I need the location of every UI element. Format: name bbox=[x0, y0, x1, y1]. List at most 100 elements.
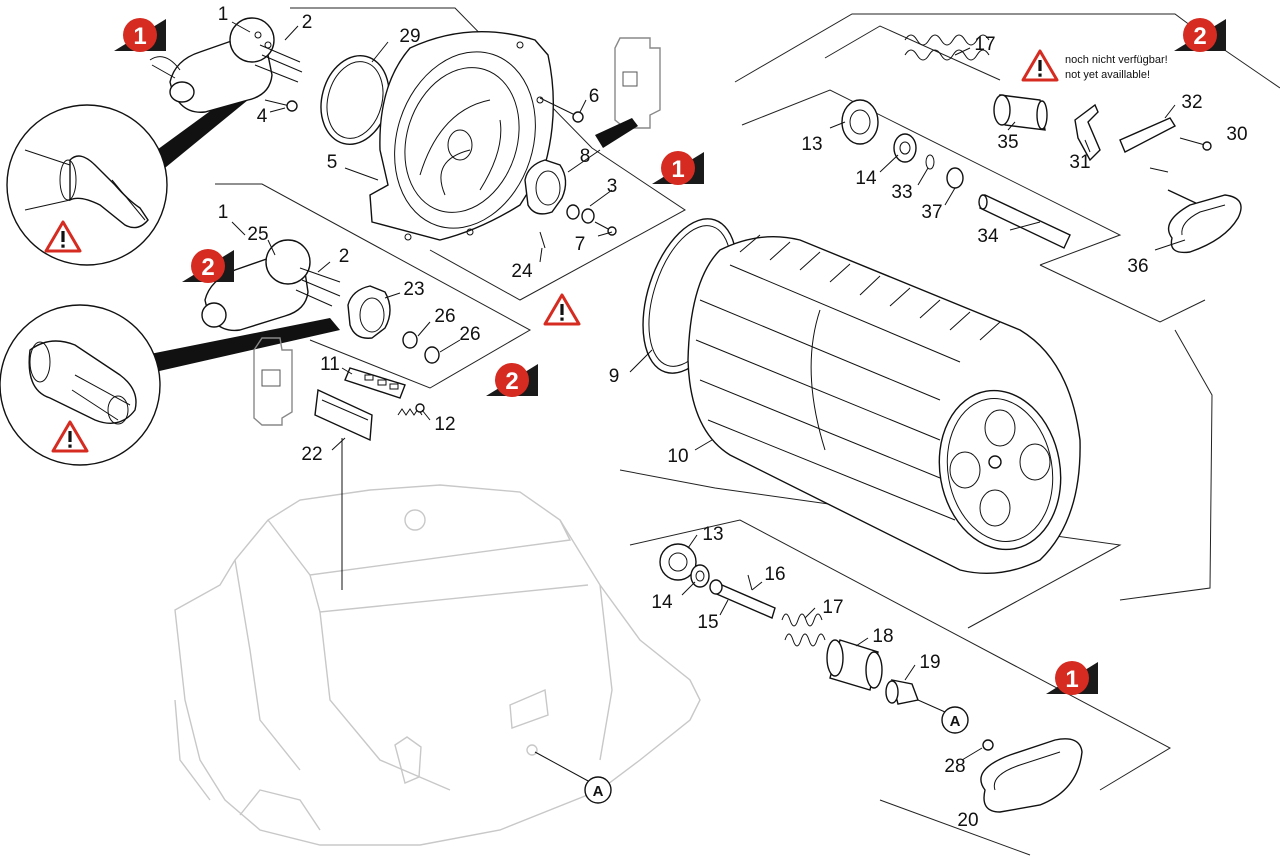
svg-text:2: 2 bbox=[201, 254, 214, 281]
callout-14-lower: 14 bbox=[651, 592, 673, 613]
badge-1-bottom-right: 1 bbox=[1046, 661, 1098, 695]
badge-2-top-right: 2 bbox=[1174, 18, 1226, 52]
handle-part-20 bbox=[980, 738, 1083, 813]
sleeve-part-18 bbox=[826, 639, 883, 691]
callout-36: 36 bbox=[1127, 256, 1148, 277]
orings-part-26 bbox=[402, 331, 440, 364]
motor-assembly-middle bbox=[201, 239, 341, 332]
callout-labels: 1 2 29 4 5 6 8 3 7 24 1 25 2 23 26 26 11… bbox=[218, 4, 1248, 831]
svg-text:not yet availlable!: not yet availlable! bbox=[1065, 69, 1150, 81]
washers-part-3-7 bbox=[539, 204, 617, 249]
callout-22: 22 bbox=[301, 444, 322, 465]
callout-1-middle: 1 bbox=[218, 202, 229, 223]
callout-19: 19 bbox=[919, 652, 940, 673]
screw-part-4 bbox=[264, 99, 298, 112]
callout-1-upper: 1 bbox=[218, 4, 229, 25]
callout-17-lower: 17 bbox=[822, 597, 843, 618]
detail-magnifier-upper bbox=[6, 82, 265, 266]
callout-6: 6 bbox=[589, 86, 600, 107]
callout-24: 24 bbox=[511, 261, 533, 282]
svg-text:A: A bbox=[593, 783, 604, 800]
spring-part-17-lower bbox=[781, 613, 826, 647]
callout-15: 15 bbox=[697, 612, 718, 633]
callout-16: 16 bbox=[764, 564, 785, 585]
callout-34: 34 bbox=[977, 226, 999, 247]
callout-2-upper: 2 bbox=[302, 12, 313, 33]
flange-plate-part-5 bbox=[369, 30, 555, 241]
callout-33: 33 bbox=[891, 182, 912, 203]
holder-part-22 bbox=[314, 388, 373, 590]
bearing-part-13-lower bbox=[659, 543, 697, 581]
machine-housing-outline bbox=[174, 484, 701, 846]
badge-2-left: 2 bbox=[182, 249, 234, 283]
screw-part-6 bbox=[539, 97, 584, 123]
pin-part-16 bbox=[747, 574, 753, 591]
callout-14-upper: 14 bbox=[855, 168, 877, 189]
callout-11: 11 bbox=[320, 354, 340, 375]
callout-18: 18 bbox=[872, 626, 893, 647]
bearing-part-8 bbox=[524, 159, 567, 215]
svg-text:2: 2 bbox=[505, 368, 518, 395]
callout-37: 37 bbox=[921, 202, 942, 223]
badge-2-middle: 2 bbox=[486, 363, 538, 397]
svg-text:1: 1 bbox=[1065, 666, 1078, 693]
callout-2-middle: 2 bbox=[339, 246, 350, 267]
washer-part-14-lower bbox=[690, 564, 710, 588]
callout-10: 10 bbox=[667, 446, 688, 467]
clip-part-31 bbox=[1074, 103, 1101, 162]
bracket-sketch-middle bbox=[253, 337, 293, 426]
availability-notice: noch nicht verfügbar! not yet availlable… bbox=[1065, 54, 1168, 81]
svg-text:A: A bbox=[950, 713, 961, 730]
small-parts-14-33-37 bbox=[893, 133, 964, 189]
bushing-part-19 bbox=[885, 679, 919, 705]
callout-26-a: 26 bbox=[434, 306, 455, 327]
callout-9: 9 bbox=[609, 366, 620, 387]
brush-strip-part-11 bbox=[344, 367, 406, 399]
callout-7: 7 bbox=[575, 234, 586, 255]
ref-circle-a-bottom: A bbox=[534, 751, 612, 804]
warning-triangle-icon bbox=[543, 293, 581, 326]
callout-5: 5 bbox=[327, 152, 338, 173]
callout-30: 30 bbox=[1226, 124, 1247, 145]
motor-assembly-upper bbox=[149, 17, 303, 113]
svg-text:noch nicht verfügbar!: noch nicht verfügbar! bbox=[1065, 54, 1168, 66]
detail-magnifier-lower bbox=[0, 304, 340, 466]
callout-35: 35 bbox=[997, 132, 1018, 153]
svg-text:1: 1 bbox=[671, 156, 684, 183]
sleeve-part-35 bbox=[993, 94, 1048, 131]
bearing-part-13-upper bbox=[841, 99, 879, 145]
bearing-part-23 bbox=[347, 285, 391, 339]
callout-17-upper: 17 bbox=[974, 34, 995, 55]
svg-text:1: 1 bbox=[133, 23, 146, 50]
lever-part-32 bbox=[1119, 117, 1176, 173]
ref-circle-a-right: A bbox=[917, 699, 969, 734]
badge-1-top-left: 1 bbox=[114, 18, 166, 52]
callout-12: 12 bbox=[434, 414, 455, 435]
callout-29: 29 bbox=[399, 26, 420, 47]
shaft-part-34 bbox=[978, 194, 1071, 249]
badge-1-upper-middle: 1 bbox=[652, 151, 704, 185]
callout-25: 25 bbox=[247, 224, 268, 245]
handle-part-36 bbox=[1167, 189, 1242, 254]
warning-triangle-icon bbox=[1021, 49, 1059, 82]
assembly-panel-frames bbox=[215, 7, 1280, 856]
spring-part-12 bbox=[397, 403, 425, 416]
callout-3: 3 bbox=[607, 176, 618, 197]
callout-31: 31 bbox=[1069, 152, 1090, 173]
callout-26-b: 26 bbox=[459, 324, 480, 345]
callout-32: 32 bbox=[1181, 92, 1202, 113]
axle-part-15 bbox=[709, 579, 776, 619]
callout-20: 20 bbox=[957, 810, 978, 831]
callout-23: 23 bbox=[403, 279, 424, 300]
brush-roller-part-10 bbox=[687, 234, 1081, 574]
callout-13-upper: 13 bbox=[801, 134, 822, 155]
callout-28: 28 bbox=[944, 756, 965, 777]
bracket-sketch-upper bbox=[595, 37, 661, 148]
callout-4: 4 bbox=[257, 106, 268, 127]
spring-part-17-upper bbox=[904, 34, 990, 61]
callout-13-lower: 13 bbox=[702, 524, 723, 545]
callout-8: 8 bbox=[580, 146, 591, 167]
leader-lines bbox=[231, 21, 1186, 761]
svg-text:2: 2 bbox=[1193, 23, 1206, 50]
